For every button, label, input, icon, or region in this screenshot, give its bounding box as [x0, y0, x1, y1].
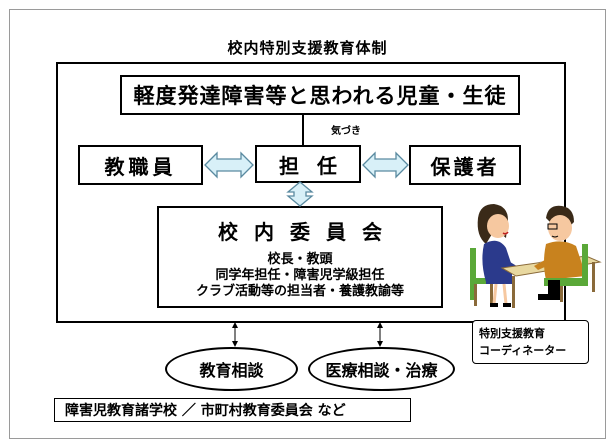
- coordinator-line: 特別支援教育: [479, 327, 545, 340]
- homeroom-teacher-box: 担任: [255, 145, 361, 183]
- left-person-shoe: [490, 303, 498, 307]
- guardian-box-label: 保護者: [430, 154, 500, 179]
- right-person-glasses: [547, 223, 558, 230]
- staff-box-label: 教職員: [104, 154, 177, 179]
- committee-member-line: 校長・教頭: [267, 252, 333, 267]
- left-person-skirt: [486, 272, 512, 284]
- table-leg: [512, 276, 515, 308]
- left-chair-seat: [470, 278, 496, 284]
- right-chair-seat: [544, 278, 588, 286]
- left-person-shoe: [503, 303, 511, 307]
- coordinator-box: 特別支援教育 コーディネーター: [472, 320, 589, 364]
- coordinator-line: コーディネーター: [479, 344, 567, 357]
- school-committee-box: 校内委員会 校長・教頭 同学年担任・障害児学級担任 クラブ活動等の担当者・養護教…: [157, 206, 443, 308]
- teacher-guardian-double-arrow: [362, 151, 409, 179]
- meeting-illustration: [470, 204, 602, 308]
- diagram-title: 校内特別支援教育体制: [227, 39, 388, 57]
- left-person-leg: [492, 283, 498, 305]
- staff-box: 教職員: [78, 145, 203, 185]
- ellipse-right-arrow-up: [377, 322, 383, 328]
- homeroom-teacher-label: 担任: [279, 153, 355, 178]
- left-person-leg: [502, 283, 508, 305]
- kizuki-label: 気づき: [331, 126, 361, 137]
- student-box-label: 軽度発達障害等と思われる児童・生徒: [133, 84, 507, 108]
- education-consultation-ellipse: 教育相談: [165, 347, 298, 391]
- committee-member-line: クラブ活動等の担当者・養護教諭等: [195, 284, 404, 299]
- external-organizations-box: 障害児教育諸学校 ／ 市町村教育委員会 など: [54, 398, 411, 422]
- guardian-box: 保護者: [409, 145, 521, 185]
- right-person-shoe: [538, 294, 560, 300]
- medical-consultation-label: 医療相談・治療: [325, 361, 438, 380]
- right-person-mouth: [551, 235, 559, 238]
- ellipse-left-arrow-down: [232, 341, 238, 347]
- committee-title: 校内委員会: [218, 220, 398, 244]
- left-person-face: [487, 214, 509, 238]
- ellipse-left-arrow-up: [232, 322, 238, 328]
- medical-consultation-ellipse: 医療相談・治療: [308, 347, 455, 391]
- table-leg: [592, 262, 595, 292]
- right-person-arm: [534, 256, 556, 270]
- ellipse-right-arrow-down: [377, 341, 383, 347]
- right-person-face: [548, 215, 572, 241]
- left-person-mouth: [502, 231, 509, 235]
- outer-frame: [9, 9, 606, 439]
- committee-member-line: 同学年担任・障害児学級担任: [215, 268, 385, 283]
- right-person-pants: [548, 280, 560, 294]
- student-box: 軽度発達障害等と思われる児童・生徒: [120, 75, 520, 115]
- right-chair-back: [582, 244, 588, 284]
- teacher-committee-double-arrow: [286, 181, 314, 207]
- staff-teacher-double-arrow: [204, 151, 254, 179]
- right-person-body: [544, 241, 586, 280]
- left-chair-back: [470, 248, 476, 300]
- left-chair-leg: [474, 284, 477, 306]
- external-organizations-label: 障害児教育諸学校 ／ 市町村教育委員会 など: [65, 403, 346, 419]
- left-chair-leg: [490, 284, 493, 306]
- education-consultation-label: 教育相談: [199, 361, 264, 380]
